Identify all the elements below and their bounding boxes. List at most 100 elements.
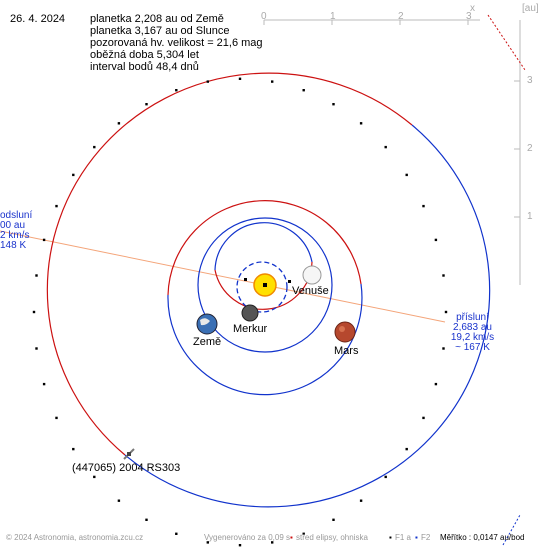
orbit-point <box>302 532 305 535</box>
apsides-line <box>0 230 446 323</box>
orbit-point <box>332 103 335 106</box>
mercury-label: Merkur <box>233 323 268 335</box>
y-tick-1: 1 <box>527 211 533 222</box>
perihelion-title: přísluní <box>456 312 489 323</box>
scale-text: Měřítko : 0,0147 au/bod <box>440 533 525 542</box>
x-tick-2: 2 <box>398 11 404 22</box>
orbit-point <box>271 80 274 83</box>
orbit-point <box>42 382 46 386</box>
mars-orbit-blue <box>167 283 363 396</box>
f1-legend: F1 a <box>395 533 412 542</box>
aphelion-info: odsluní 00 au 2 km/s 148 K <box>0 211 32 251</box>
orbit-point <box>35 274 38 277</box>
orbit-point <box>175 532 178 535</box>
orbit-point <box>434 238 438 242</box>
footer: © 2024 Astronomia, astronomia.zcu.cz Vyg… <box>6 533 550 547</box>
perihelion-info: přísluní 2,683 au 19,2 km/s ~ 167 K <box>440 313 505 353</box>
x-tick-0: 0 <box>261 11 267 22</box>
orbit-point <box>422 416 425 420</box>
f2-legend: F2 <box>421 533 431 542</box>
edge-orbit-segment-2 <box>502 514 521 546</box>
orbit-point <box>332 518 335 521</box>
asteroid-label: (447065) 2004 RS303 <box>72 462 181 474</box>
mars-planet <box>334 321 356 343</box>
orbit-point <box>55 204 58 208</box>
orbit-point <box>93 475 96 479</box>
orbit-point <box>434 382 438 386</box>
f1-marker: ▪ <box>389 533 392 542</box>
venus-label: Venuše <box>292 285 329 297</box>
date-label: 26. 4. 2024 <box>10 13 66 25</box>
mars-orbit-red <box>167 200 362 296</box>
venus-orbit-blue <box>214 222 313 271</box>
orbit-point <box>444 310 448 314</box>
edge-orbit-segment <box>487 14 526 71</box>
orbit-point <box>175 89 178 92</box>
orbit-point <box>72 173 75 177</box>
x-axis <box>263 19 480 25</box>
mars-label: Mars <box>334 345 359 357</box>
orbit-point <box>117 499 121 502</box>
y-tick-3: 3 <box>527 75 533 86</box>
orbit-point <box>422 204 425 208</box>
aphelion-speed: 2 km/s <box>0 230 30 241</box>
x-tick-1: 1 <box>330 11 336 22</box>
x-tick-3: 3 <box>466 11 472 22</box>
sun <box>253 273 277 297</box>
generated-text: Vygenerováno za 0,09 s <box>204 533 290 542</box>
center-marker: ▪ <box>290 533 293 542</box>
asteroid-orbit-red <box>46 72 413 456</box>
orbit-point <box>55 416 58 420</box>
orbit-point <box>405 447 408 451</box>
earth-orbit <box>197 217 333 353</box>
orbit-point <box>145 103 148 106</box>
perihelion-distance: 2,683 au <box>453 322 492 333</box>
orbit-point <box>72 447 75 451</box>
venus-planet <box>302 265 322 285</box>
x-axis-label: x <box>470 3 475 14</box>
asteroid-marker <box>123 448 135 460</box>
orbit-point <box>93 145 96 149</box>
aphelion-temperature: 148 K <box>0 240 27 251</box>
asteroid-orbit-blue <box>124 124 491 508</box>
orbit-point <box>384 145 387 149</box>
orbit-point <box>42 238 46 242</box>
aphelion-title: odsluní <box>0 210 33 221</box>
perihelion-temperature: ~ 167 K <box>455 342 490 353</box>
orbit-point <box>442 274 445 277</box>
earth-planet <box>196 313 218 335</box>
f2-marker: ▪ <box>415 533 418 542</box>
asteroid-orbit-points <box>32 77 448 547</box>
info-period: oběžná doba 5,304 let <box>90 49 199 61</box>
orbit-point <box>271 541 274 544</box>
orbit-point <box>206 541 209 544</box>
info-magnitude: pozorovaná hv. velikost = 21,6 mag <box>90 37 263 49</box>
orbit-point <box>302 89 305 92</box>
info-earth-distance: planetka 2,208 au od Země <box>90 13 224 25</box>
perihelion-speed: 19,2 km/s <box>450 332 495 343</box>
info-point-interval: interval bodů 48,4 dnů <box>90 61 199 73</box>
orbit-point <box>359 122 363 125</box>
aphelion-distance: 00 au <box>0 220 26 231</box>
orbit-point <box>145 518 148 521</box>
orbit-point <box>405 173 408 177</box>
copyright-text: © 2024 Astronomia, astronomia.zcu.cz <box>6 533 144 542</box>
info-panel: planetka 2,208 au od Země planetka 3,167… <box>90 13 263 73</box>
earth-label: Země <box>193 336 222 348</box>
orbit-point <box>359 499 363 502</box>
mercury-planet <box>241 304 259 322</box>
mercury-orbit <box>236 261 288 313</box>
orbit-point <box>238 544 242 547</box>
orbit-point <box>35 347 38 350</box>
info-sun-distance: planetka 3,167 au od Slunce <box>90 25 230 37</box>
orbit-point <box>32 310 36 314</box>
orbit-point <box>206 80 209 83</box>
orbit-point <box>238 77 242 80</box>
y-axis <box>514 20 521 285</box>
orbit-point <box>442 347 445 350</box>
unit-label: [au] <box>522 3 539 14</box>
center-legend: střed elipsy, ohniska <box>296 533 368 542</box>
y-tick-2: 2 <box>527 143 533 154</box>
orbit-point <box>117 122 121 125</box>
